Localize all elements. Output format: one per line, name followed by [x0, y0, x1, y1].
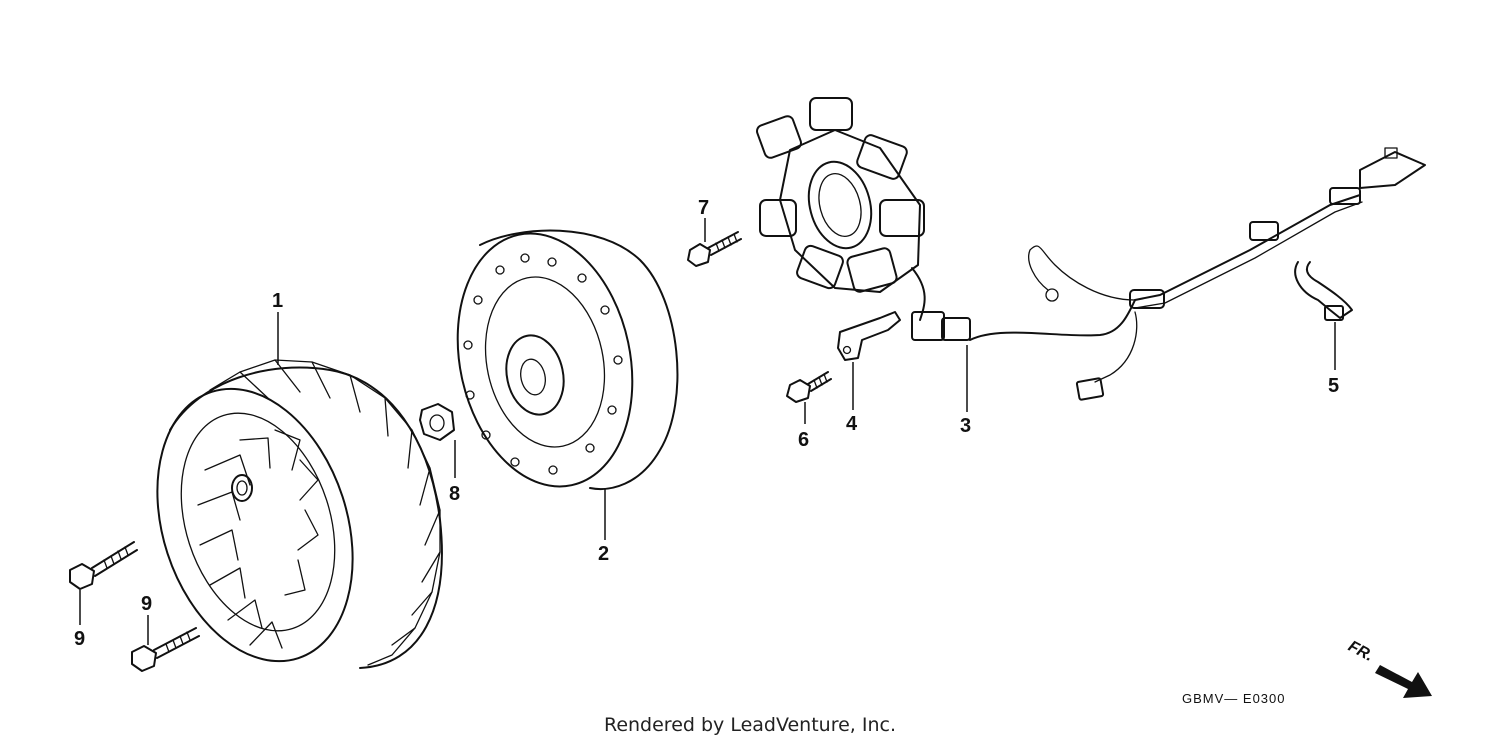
callout-6: 6 — [798, 429, 809, 451]
callout-9b: 9 — [141, 593, 152, 615]
wire-bracket[interactable] — [837, 311, 901, 361]
callout-9a: 9 — [74, 628, 85, 650]
footer-credit: Rendered by LeadVenture, Inc. — [603, 714, 897, 736]
leader-lines — [79, 218, 1336, 645]
bolt-9b[interactable] — [131, 627, 200, 672]
stator-assembly[interactable] — [755, 97, 1426, 401]
bolt-6[interactable] — [786, 371, 832, 403]
flywheel[interactable] — [435, 217, 679, 503]
front-direction-label: FR. — [1345, 638, 1376, 665]
bolt-9a[interactable] — [69, 541, 138, 590]
diagram-code: GBMV— E0300 — [1182, 691, 1286, 706]
bolt-7[interactable] — [687, 231, 742, 267]
flywheel-nut[interactable] — [419, 403, 455, 441]
callout-5: 5 — [1328, 375, 1339, 397]
callout-2: 2 — [598, 543, 609, 565]
front-direction-indicator: FR. — [1345, 638, 1432, 698]
callouts: 1 2 3 4 5 6 7 8 9 9 — [74, 197, 1339, 650]
cooling-fan[interactable] — [124, 359, 443, 687]
harness-clip[interactable] — [1294, 261, 1353, 321]
callout-1: 1 — [272, 290, 283, 312]
callout-3: 3 — [960, 415, 971, 437]
callout-4: 4 — [846, 413, 858, 435]
front-arrow-icon — [1375, 665, 1432, 698]
callout-8: 8 — [449, 483, 460, 505]
callout-7: 7 — [698, 197, 709, 219]
